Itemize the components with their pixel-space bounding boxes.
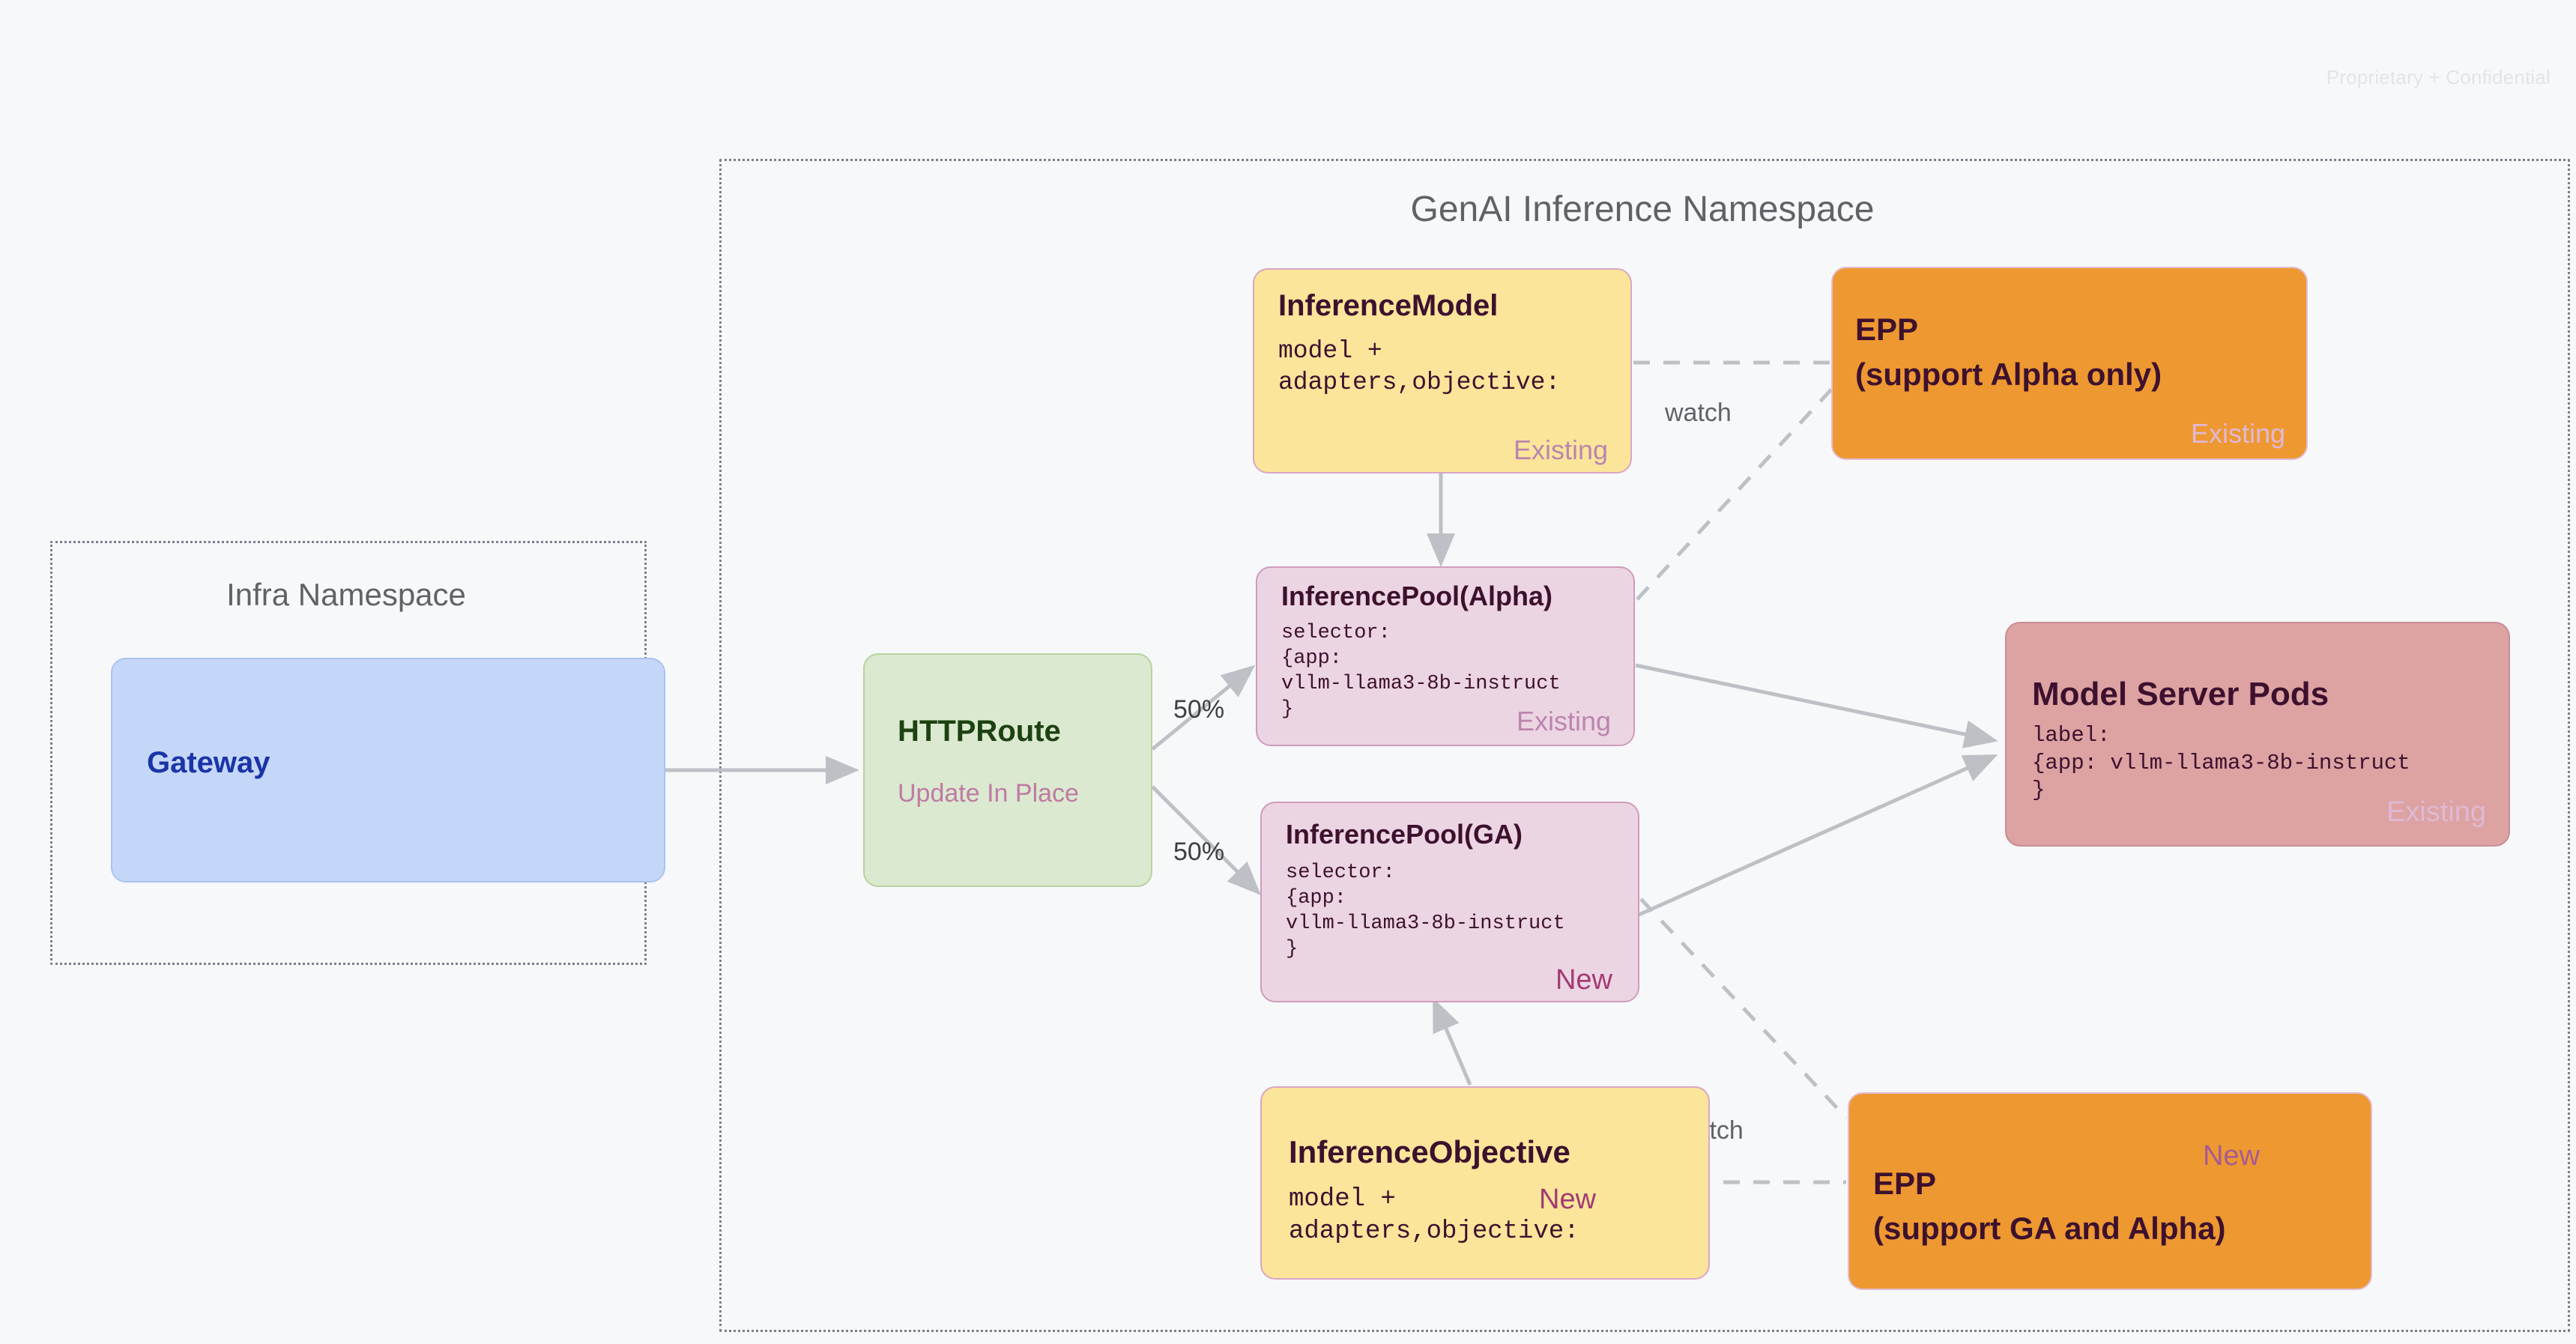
node-httproute[interactable]: HTTPRoute Update In Place — [863, 653, 1152, 887]
gateway-title: Gateway — [147, 746, 270, 779]
genai-namespace-boundary — [719, 159, 2570, 1332]
node-inference-pool-ga[interactable]: InferencePool(GA) selector: {app: vllm-l… — [1260, 802, 1639, 1002]
model-server-pods-title: Model Server Pods — [2032, 676, 2329, 712]
inference-objective-badge: New — [1539, 1184, 1597, 1215]
node-inference-pool-alpha[interactable]: InferencePool(Alpha) selector: {app: vll… — [1256, 566, 1635, 746]
httproute-subtitle: Update In Place — [898, 779, 1079, 808]
inference-objective-title: InferenceObjective — [1289, 1134, 1570, 1169]
inference-pool-ga-title: InferencePool(GA) — [1286, 819, 1523, 850]
epp-ga-badge: New — [2202, 1140, 2260, 1172]
node-model-server-pods[interactable]: Model Server Pods label: {app: vllm-llam… — [2005, 622, 2510, 847]
node-inference-objective[interactable]: InferenceObjective model + adapters,obje… — [1260, 1086, 1710, 1280]
genai-namespace-title: GenAI Inference Namespace — [1410, 190, 1875, 229]
edge-label-split-ga: 50% — [1173, 838, 1225, 866]
inference-model-code: model + adapters,objective: — [1278, 337, 1561, 396]
epp-alpha-title-line1: EPP — [1855, 312, 1919, 347]
confidential-notice: Proprietary + Confidential — [2326, 66, 2551, 88]
node-gateway[interactable]: Gateway — [111, 658, 665, 883]
httproute-title: HTTPRoute — [898, 715, 1061, 748]
edge-label-watch-alpha: watch — [1665, 399, 1732, 427]
inference-objective-code: model + adapters,objective: — [1289, 1185, 1579, 1246]
inference-pool-ga-code: selector: {app: vllm-llama3-8b-instruct … — [1286, 862, 1565, 961]
model-server-pods-badge: Existing — [2386, 796, 2486, 828]
model-server-pods-code: label: {app: vllm-llama3-8b-instruct } — [2032, 723, 2410, 803]
node-epp-alpha[interactable]: EPP (support Alpha only) Existing — [1831, 267, 2308, 460]
edge-label-split-alpha: 50% — [1173, 695, 1225, 724]
epp-ga-title-line2: (support GA and Alpha) — [1873, 1211, 2226, 1246]
node-epp-ga[interactable]: EPP (support GA and Alpha) New — [1848, 1092, 2372, 1290]
epp-alpha-badge: Existing — [2190, 418, 2285, 449]
inference-model-badge: Existing — [1513, 435, 1608, 465]
epp-ga-title-line1: EPP — [1873, 1166, 1937, 1201]
inference-pool-alpha-badge: Existing — [1516, 706, 1611, 736]
inference-pool-ga-badge: New — [1555, 964, 1612, 996]
epp-alpha-title-line2: (support Alpha only) — [1855, 357, 2162, 392]
inference-model-title: InferenceModel — [1278, 289, 1499, 322]
inference-pool-alpha-title: InferencePool(Alpha) — [1281, 581, 1553, 611]
infra-namespace-title: Infra Namespace — [226, 577, 466, 612]
node-inference-model[interactable]: InferenceModel model + adapters,objectiv… — [1253, 268, 1632, 473]
inference-pool-alpha-code: selector: {app: vllm-llama3-8b-instruct … — [1281, 622, 1561, 721]
